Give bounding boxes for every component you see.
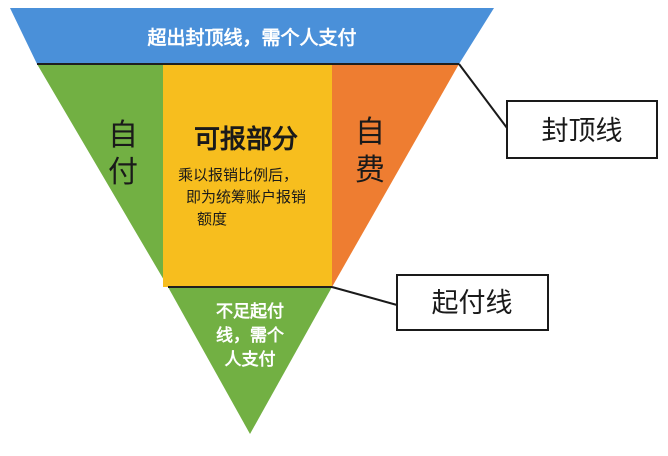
reimbursable-desc-3: 额度: [197, 210, 227, 228]
reimbursable-region: [163, 64, 332, 287]
self-pay-left-label-1: 自: [108, 118, 138, 153]
deductible-line-leader: [331, 286, 398, 306]
self-pay-left-label-2: 付: [108, 155, 138, 190]
self-pay-right-label-2: 费: [355, 153, 385, 188]
reimbursable-desc-2: 即为统筹账户报销: [186, 188, 306, 206]
deductible-line-callout-box: [396, 274, 549, 331]
reimbursable-title: 可报部分: [194, 124, 298, 155]
deductible-region: [168, 287, 332, 434]
deductible-label-3: 人支付: [225, 349, 276, 370]
self-pay-right-region: [332, 64, 459, 287]
top-band-label: 超出封顶线，需个人支付: [146, 26, 356, 49]
reimbursable-desc-1: 乘以报销比例后，: [178, 166, 298, 184]
deductible-label-1: 不足起付: [216, 301, 284, 322]
cap-line-callout-label: 封顶线: [542, 116, 623, 147]
deductible-line-callout-label: 起付线: [432, 288, 513, 319]
top-band-region: [10, 8, 494, 64]
self-pay-right-label-1: 自: [355, 115, 385, 150]
cap-line-leader: [458, 63, 508, 129]
self-pay-left-region: [37, 64, 168, 287]
cap-line-callout-box: [506, 100, 658, 159]
deductible-label-2: 线，需个: [216, 325, 285, 346]
